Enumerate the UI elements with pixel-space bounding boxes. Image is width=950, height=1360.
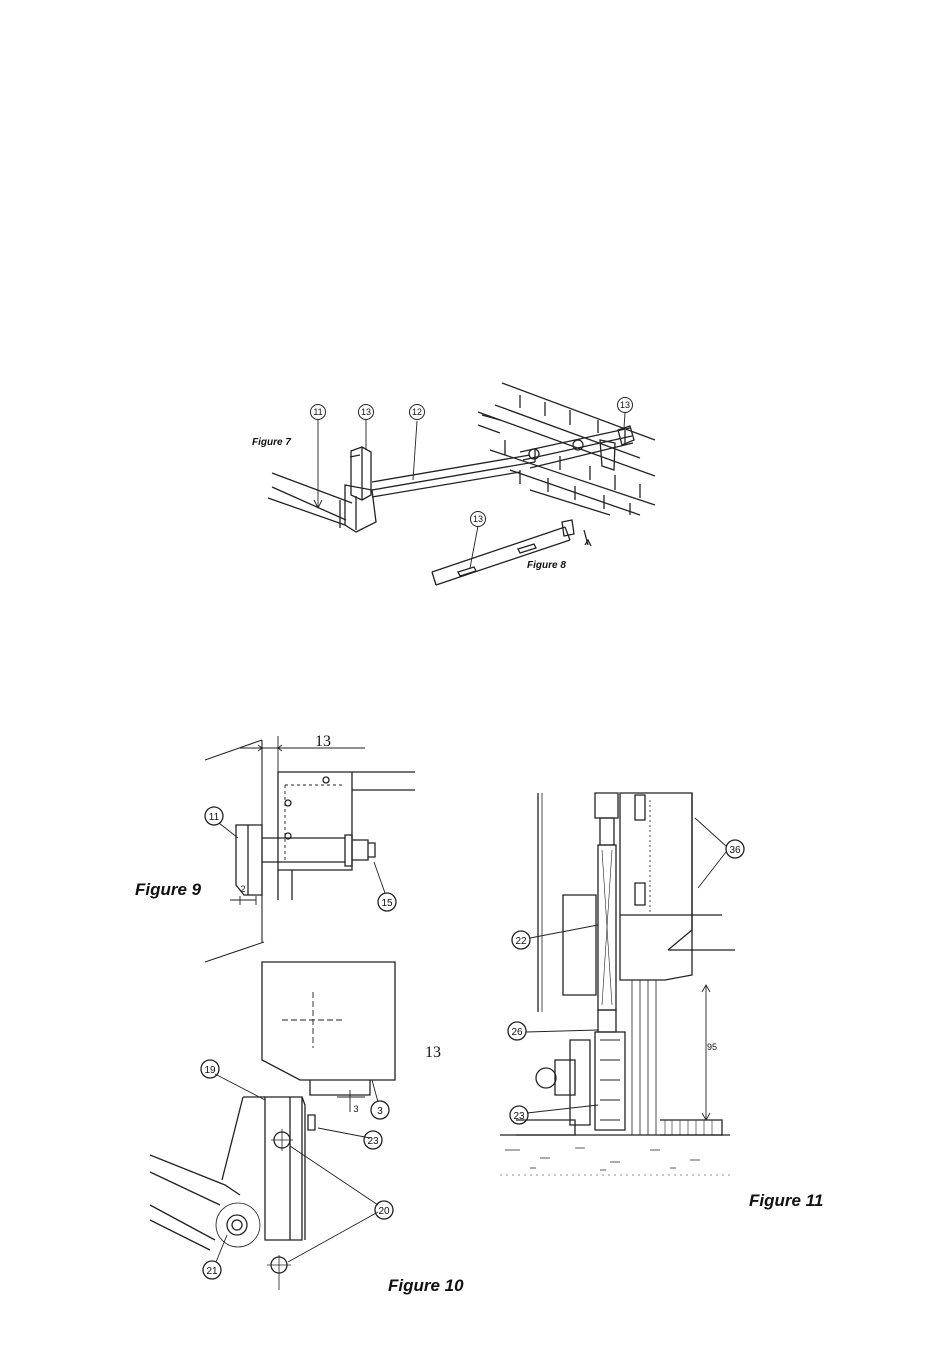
figure-8-bar [432,520,591,585]
callout-13-right: 13 [620,400,630,410]
fig11-callout-36: 36 [729,845,741,856]
fig9-callout-11: 11 [209,812,220,823]
fig10-callout-21: 21 [206,1266,218,1277]
fig10-callout-19: 19 [204,1065,216,1076]
callout-13: 13 [361,407,371,417]
figure-8-caption: Figure 8 [527,560,566,571]
figure-11-drawing [500,793,744,1175]
fig11-callout-23: 23 [513,1111,525,1122]
fig10-callout-23: 23 [367,1136,379,1147]
fig10-side-note-13: 13 [425,1044,441,1062]
fig9-dimension-13: 13 [315,733,331,751]
fig7-leaders [314,413,625,568]
fig11-callout-26: 26 [511,1027,523,1038]
bracket-post [350,447,371,500]
figure-7-caption: Figure 7 [252,437,291,448]
fig11-callout-labels: 36 22 26 23 95 [511,845,741,1122]
fig11-callout-22: 22 [515,936,527,947]
fig9-callout-15: 15 [381,898,393,909]
figure-10-drawing [150,962,395,1290]
fig10-small-dim: 3 [353,1104,358,1114]
fig7-callout-labels: 11 13 12 13 13 [313,400,630,524]
callout-12: 12 [412,407,422,417]
fig8-callout-13: 13 [473,514,483,524]
opener-arm [372,426,634,497]
figure-10-caption: Figure 10 [388,1276,464,1296]
figure-9-caption: Figure 9 [135,880,201,900]
figure-9-drawing [205,736,415,962]
fig10-callout-3: 3 [377,1106,383,1117]
fig10-callout-20: 20 [378,1206,390,1217]
fig9-small-dim: 2 [240,884,245,894]
figure-11-caption: Figure 11 [749,1191,823,1211]
callout-11: 11 [313,407,322,417]
door-leaf [268,473,376,532]
fig11-dimension-95: 95 [707,1042,717,1052]
